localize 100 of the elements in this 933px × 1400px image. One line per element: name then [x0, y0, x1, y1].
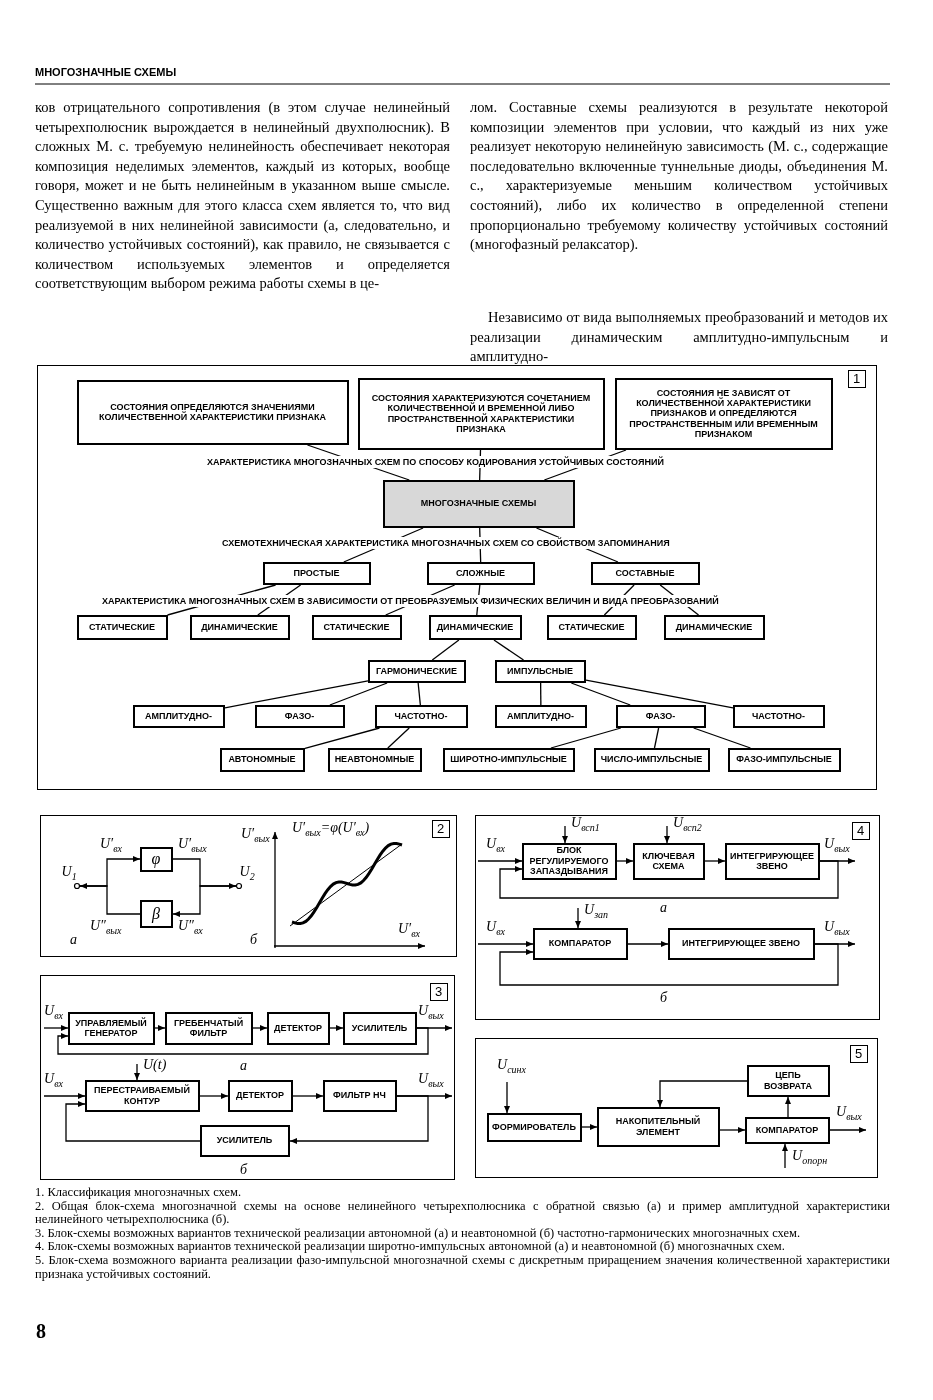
- block-box: КЛЮЧЕВАЯ СХЕМА: [632, 842, 705, 880]
- terminal: U$_{1}$: [61, 863, 80, 890]
- arrow: [172, 885, 237, 917]
- arrow: [57, 1027, 429, 1055]
- category-box: ЧИСЛО-ИМПУЛЬСНЫЕ: [593, 747, 710, 772]
- signal-label: U$_{вх}$: [486, 919, 505, 939]
- block-box: φ: [139, 846, 173, 872]
- block-box: ПЕРЕСТРАИВАЕМЫЙ КОНТУР: [84, 1079, 200, 1112]
- category-box: СЛОЖНЫЕ: [426, 561, 535, 585]
- figure-caption: 5. Блок-схема возможного варианта реализации фазо-импульсной многозначной схемы с дискретным приращением значения количественной характеристики признака устойчивых состояний.: [35, 1253, 890, 1282]
- category-box: ПРОСТЫЕ: [262, 561, 371, 585]
- subfigure-letter: б: [240, 1162, 248, 1178]
- arrow: [79, 883, 141, 915]
- signal-label: U$_{вх}$: [44, 1071, 63, 1091]
- block-box: ИНТЕГРИРУЮЩЕЕ ЗВЕНО: [724, 842, 820, 880]
- category-box: СТАТИЧЕСКИЕ: [76, 614, 168, 640]
- block-box: ЦЕПЬ ВОЗВРАТА: [746, 1064, 830, 1097]
- arrow: [477, 858, 523, 864]
- connector-line: [304, 727, 381, 749]
- connector-line: [493, 639, 525, 661]
- figure-caption: 4. Блок-схемы возможных вариантов технической реализации широтно-импульсных автономной (а) и неавтономной (б) многозначных схем.: [35, 1240, 786, 1254]
- formula: U′$_{вых}$=φ(U′$_{вх}$): [292, 820, 370, 840]
- arrow: [199, 1093, 229, 1099]
- arrow: [65, 1101, 201, 1142]
- category-box: СОСТОЯНИЯ ОПРЕДЕЛЯЮТСЯ ЗНАЧЕНИЯМИ КОЛИЧЕСТВЕННОЙ ХАРАКТЕРИСТИКИ ПРИЗНАКА: [76, 379, 349, 445]
- block-box: ГРЕБЕНЧАТЫЙ ФИЛЬТР: [164, 1011, 253, 1045]
- connector-line: [329, 682, 388, 706]
- arrow: [252, 1025, 268, 1031]
- body-text: Независимо от вида выполняемых преобразований и методов их реализации динамическим амплитудно-импульсным и амплитудно-: [470, 308, 888, 367]
- category-box: НЕАВТОНОМНЫЕ: [327, 747, 422, 772]
- signal-label: U$_{вых}$: [824, 919, 850, 939]
- block-box: КОМПАРАТОР: [744, 1116, 830, 1144]
- figure-panel: [475, 815, 880, 1020]
- signal-label: U(t): [143, 1057, 167, 1073]
- category-box: АМПЛИТУДНО-: [132, 704, 225, 728]
- body-text: ков отрицательного сопротивления (в этом случае нелинейный четырехполюсник вырождается в нелинейный двухполюсник). В сложных М. с. требуемую нелинейность обеспечивает некоторая композиция неделимых элементов, каждый из которых, вообще говоря, может и не быть нелинейным в указанном выше смысле. Существенно важным для этого класса схем является то, что вид реализуемой в них нелинейной зависимости (а, следовательно, и количество устойчивых состояний), как правило, не связывается с количеством используемых элементов и определяется соответствующим выбором режима работы схемы в це-: [35, 98, 450, 294]
- category-box: ФАЗО-: [615, 704, 706, 728]
- figure-number: 1: [847, 369, 866, 388]
- connector-line: [417, 682, 421, 706]
- category-box: ЧАСТОТНО-: [374, 704, 468, 728]
- arrow: [616, 858, 634, 864]
- arrow: [499, 943, 839, 986]
- subfigure-letter: б: [660, 990, 668, 1006]
- category-box: СОСТОЯНИЯ ХАРАКТЕРИЗУЮТСЯ СОЧЕТАНИЕМ КОЛИЧЕСТВЕННОЙ И ВРЕМЕННОЙ ЛИБО ПРОСТРАНСТВЕННОЙ ХАРАКТЕРИСТИКИ ПРИЗНАКА: [357, 377, 605, 450]
- arrow: [829, 1127, 867, 1133]
- connector-line: [431, 639, 460, 661]
- running-head: МНОГОЗНАЧНЫЕ СХЕМЫ: [35, 66, 177, 78]
- figure-caption: 2. Общая блок-схема многозначной схемы на основе нелинейного четырехполюсника с обратной связью (а) и пример амплитудной характеристики нелинейного четырехполюсника (б).: [35, 1199, 890, 1227]
- figure-number: 4: [851, 821, 870, 840]
- figure-number: 2: [431, 819, 450, 838]
- arrow: [627, 941, 669, 947]
- figure-panel: [475, 1038, 878, 1178]
- block-box: БЛОК РЕГУЛИРУЕМОГО ЗАПАЗДЫВАНИЯ: [521, 842, 617, 880]
- arrow: [581, 1124, 598, 1130]
- arrow: [477, 941, 534, 947]
- block-box: УСИЛИТЕЛЬ: [199, 1124, 290, 1157]
- signal-label: U$_{вых}$: [418, 1003, 444, 1023]
- arrow: [704, 858, 726, 864]
- arrow: [43, 1025, 69, 1031]
- category-box: СОСТАВНЫЕ: [590, 561, 700, 585]
- category-box: СТАТИЧЕСКИЕ: [311, 614, 402, 640]
- body-text: лом. Составные схемы реализуются в результате некоторой композиции элементов при условии, что каждый из них уже реализует некоторую нелинейную зависимость (М. с., содержащие последовательно включенные туннельные диоды, объединения М. с., характеризуемые меньшим количеством устойчивых состояний), либо их количество в определенной степени пропорционально требуемому количеству устойчивых состояний (многофазный релаксатор).: [470, 98, 888, 255]
- arrow: [289, 1095, 429, 1144]
- signal-label: U$_{синх}$: [497, 1057, 526, 1077]
- connector-line: [550, 727, 622, 749]
- category-box: СТАТИЧЕСКИЕ: [546, 614, 637, 640]
- connector-line: [387, 727, 410, 749]
- category-box: ЧАСТОТНО-: [732, 704, 825, 728]
- classification-heading: СХЕМОТЕХНИЧЕСКАЯ ХАРАКТЕРИСТИКА МНОГОЗНАЧНЫХ СХЕМ СО СВОЙСТВОМ ЗАПОМИНАНИЯ: [220, 537, 672, 549]
- signal-label: U$_{опорн}$: [792, 1148, 828, 1168]
- axis-label: U′$_{вх}$: [398, 921, 420, 941]
- subfigure-letter: б: [250, 932, 258, 948]
- connector-line: [570, 682, 631, 706]
- block-box: КОМПАРАТОР: [532, 927, 628, 960]
- figure-panel: [40, 815, 457, 957]
- signal-label: U$_{вх}$: [44, 1003, 63, 1023]
- category-box: ИМПУЛЬСНЫЕ: [494, 659, 586, 683]
- connector-line: [585, 679, 734, 709]
- root-box: МНОГОЗНАЧНЫЕ СХЕМЫ: [382, 479, 575, 528]
- category-box: ГАРМОНИЧЕСКИЕ: [367, 659, 466, 683]
- arrow: [575, 907, 581, 929]
- signal-label: U$_{всп2}$: [673, 815, 702, 835]
- connector-line: [540, 682, 542, 706]
- signal-label: U$_{вых}$: [836, 1104, 862, 1124]
- subfigure-letter: а: [70, 932, 77, 948]
- arrow: [782, 1143, 788, 1169]
- classification-heading: ХАРАКТЕРИСТИКА МНОГОЗНАЧНЫХ СХЕМ В ЗАВИСИМОСТИ ОТ ПРЕОБРАЗУЕМЫХ ФИЗИЧЕСКИХ ВЕЛИЧИН И ВИДА ПРЕОБРАЗОВАНИЙ: [100, 595, 721, 607]
- signal-label: U$_{вых}$: [418, 1071, 444, 1091]
- block-box: ФИЛЬТР НЧ: [322, 1079, 397, 1112]
- arrow: [657, 1080, 748, 1108]
- subfigure-letter: а: [240, 1058, 247, 1074]
- terminal: U$_{2}$: [235, 863, 256, 890]
- signal-label: U$_{вх}$: [486, 836, 505, 856]
- block-box: УСИЛИТЕЛЬ: [342, 1011, 417, 1045]
- signal-label: U′$_{вых}$: [178, 836, 207, 856]
- block-box: НАКОПИТЕЛЬНЫЙ ЭЛЕМЕНТ: [596, 1106, 720, 1147]
- block-box: УПРАВЛЯЕМЫЙ ГЕНЕРАТОР: [67, 1011, 155, 1045]
- arrow: [292, 1093, 324, 1099]
- category-box: ФАЗО-ИМПУЛЬСНЫЕ: [727, 747, 841, 772]
- category-box: ДИНАМИЧЕСКИЕ: [663, 614, 765, 640]
